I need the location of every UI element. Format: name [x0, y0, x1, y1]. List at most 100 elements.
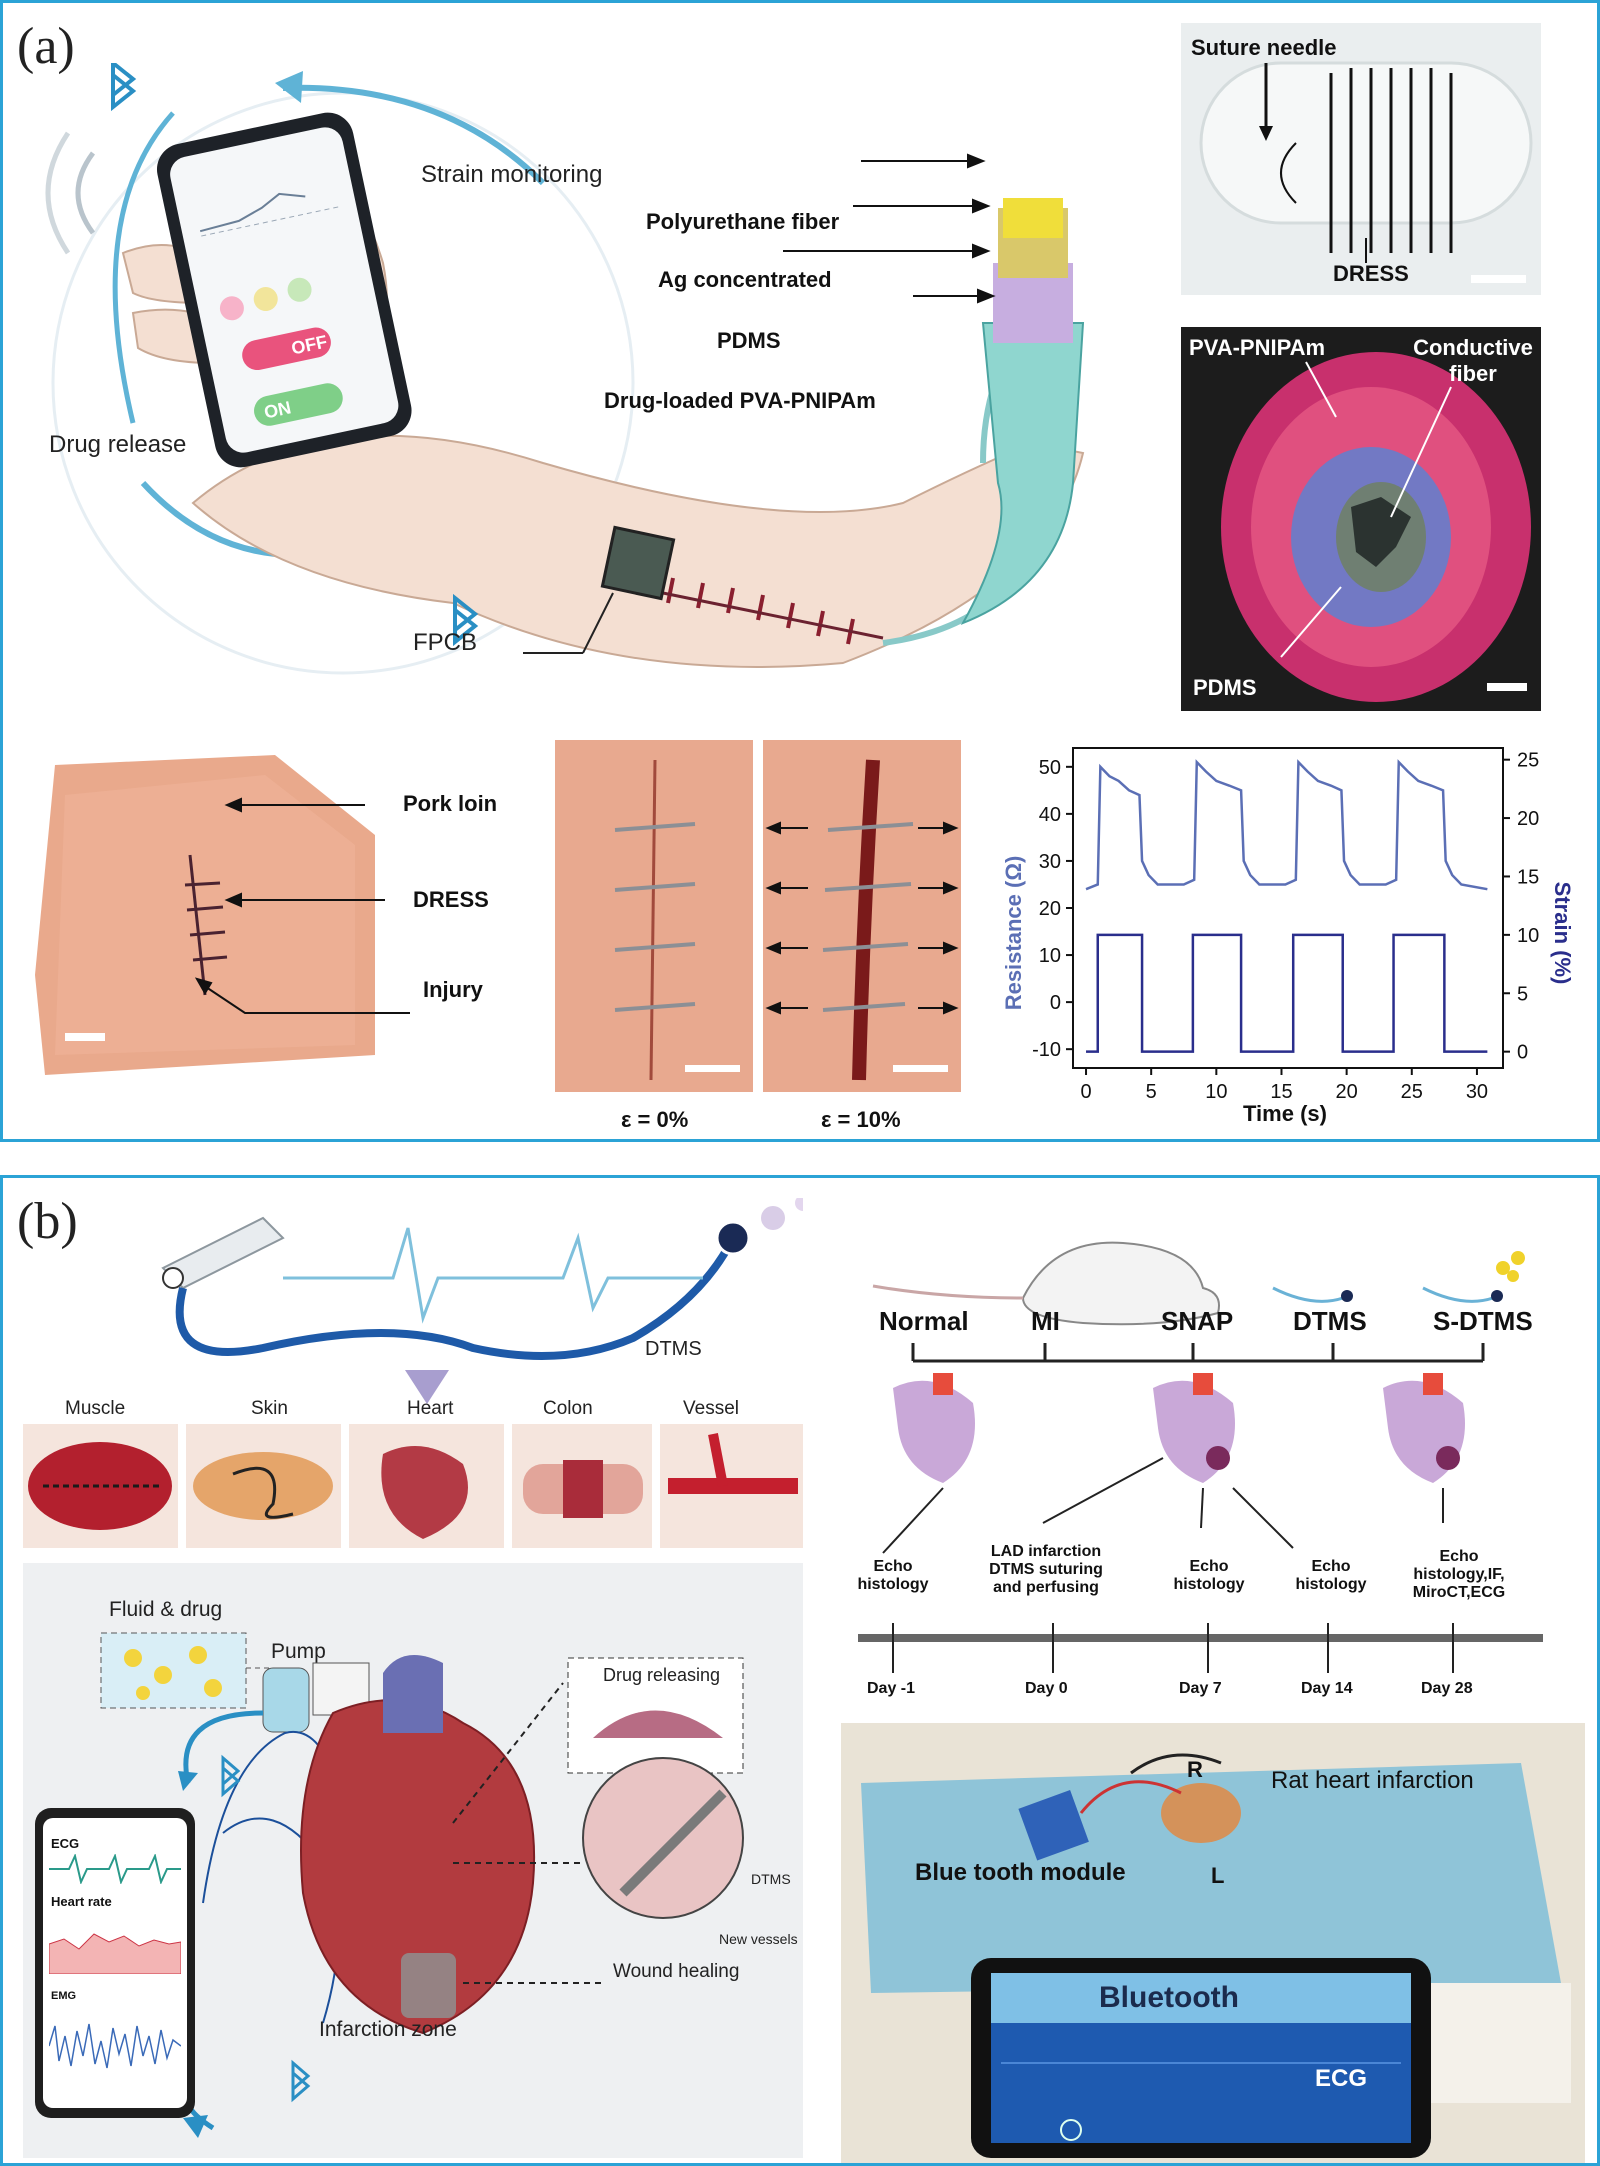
- drug-release-label: Drug release: [49, 431, 187, 458]
- bluetooth-icon: [111, 63, 137, 112]
- pork-loin-photo: Pork loin DRESS Injury: [25, 755, 525, 1083]
- group-label: Normal: [879, 1306, 969, 1336]
- layer-label: Drug-loaded PVA-PNIPAm: [604, 388, 876, 413]
- wound-healing-label: Wound healing: [613, 1961, 740, 1982]
- group-timeline: [858, 1241, 1543, 1673]
- y2-tick-label: 25: [1517, 750, 1539, 772]
- y-tick-label: 0: [1050, 992, 1061, 1014]
- y2-tick-label: 0: [1517, 1042, 1528, 1064]
- y2-tick-label: 10: [1517, 925, 1539, 947]
- day-label: Day -1: [867, 1680, 916, 1697]
- panel-b: (b) DTMS Muscle Skin Heart Colon Vessel: [0, 1175, 1600, 2166]
- x-tick-label: 0: [1080, 1081, 1091, 1103]
- phone-icon: OFF ON: [156, 112, 412, 468]
- heart-rate-phone-label: Heart rate: [51, 1894, 112, 1909]
- panel-a: (a) OFF ON: [0, 0, 1600, 1142]
- strain-series-line: [1086, 933, 1488, 1053]
- heart-icon: [381, 1446, 468, 1539]
- bluetooth-icon: [453, 593, 479, 647]
- panel-b-letter: (b): [17, 1193, 78, 1250]
- infarction-zone-label: Infarction zone: [319, 2018, 457, 2041]
- phone-ecg-label: ECG: [1315, 2065, 1368, 2092]
- group-label: MI: [1031, 1306, 1060, 1336]
- cardiac-system-illustration: Fluid & drug Pump Drug releasing DTMS Ne…: [23, 1563, 803, 2158]
- group-label: DTMS: [1293, 1306, 1367, 1336]
- sem-pdms-label: PDMS: [1193, 675, 1257, 700]
- emg-phone-label: EMG: [51, 1990, 77, 2002]
- heart-icon: [893, 1373, 975, 1483]
- sem-image: PVA-PNIPAm Conductive fiber PDMS: [1181, 327, 1541, 711]
- bt-module-label: Blue tooth module: [915, 1859, 1126, 1886]
- photo-l-label: L: [1211, 1863, 1225, 1888]
- x-tick-label: 30: [1466, 1081, 1488, 1103]
- group-label: S-DTMS: [1433, 1306, 1533, 1336]
- chart-x-label: Time (s): [1243, 1101, 1327, 1126]
- chart-plot-frame: [1072, 747, 1504, 1069]
- layer-label: Polyurethane fiber: [646, 209, 840, 234]
- fluid-drug-label: Fluid & drug: [109, 1598, 223, 1621]
- timeline-note: Echo histology: [1295, 1558, 1367, 1593]
- y-tick-label: -10: [1032, 1039, 1061, 1061]
- x-tick-label: 15: [1270, 1081, 1292, 1103]
- strain-monitoring-label: Strain monitoring: [421, 161, 603, 188]
- tissue-label: Muscle: [65, 1398, 126, 1419]
- y2-tick-label: 5: [1517, 983, 1528, 1005]
- drug-releasing-label: Drug releasing: [603, 1665, 721, 1685]
- timeline-note: Echo histology: [1173, 1558, 1245, 1593]
- eps-0-label: ε = 0%: [621, 1107, 689, 1132]
- layer-label: PDMS: [717, 328, 781, 353]
- new-vessels-label: New vessels: [719, 1931, 798, 1947]
- y-tick-label: 30: [1039, 851, 1061, 873]
- tissue-label: Skin: [251, 1398, 288, 1419]
- day-label: Day 0: [1025, 1680, 1068, 1697]
- eps-10-label: ε = 10%: [821, 1107, 901, 1132]
- arm-illustration: OFF ON: [45, 63, 1085, 675]
- fpcb-label: FPCB: [413, 629, 478, 656]
- layer-label: Ag concentrated: [658, 267, 832, 292]
- tissue-label: Colon: [543, 1398, 593, 1419]
- suture-needle-label: Suture needle: [1191, 35, 1337, 60]
- tissue-label: Vessel: [683, 1398, 739, 1419]
- sem-pva-label: PVA-PNIPAm: [1189, 335, 1326, 360]
- timeline-note: Echo histology: [857, 1558, 929, 1593]
- tissue-label: Heart: [407, 1398, 454, 1419]
- dtms-illustration: [161, 1198, 803, 1360]
- rat-experiment-photo: R L Rat heart infarction Blue tooth modu…: [841, 1723, 1585, 2163]
- timeline-note: Echo histology,IF, MiroCT,ECG: [1412, 1548, 1506, 1601]
- y-tick-label: 10: [1039, 945, 1061, 967]
- strain-0-photo: [555, 740, 753, 1092]
- y-tick-label: 50: [1039, 757, 1061, 779]
- x-tick-label: 25: [1401, 1081, 1423, 1103]
- rat-infarction-label: Rat heart infarction: [1271, 1767, 1474, 1794]
- group-label: SNAP: [1161, 1306, 1234, 1336]
- x-tick-label: 20: [1336, 1081, 1358, 1103]
- pump-label: Pump: [271, 1640, 326, 1663]
- arrow-icon: [282, 84, 546, 186]
- dtms-label: DTMS: [645, 1338, 702, 1360]
- dtms-inset-label: DTMS: [751, 1871, 791, 1887]
- resistance-series-line: [1085, 759, 1488, 891]
- pork-dress-label: DRESS: [413, 887, 489, 912]
- y2-tick-label: 20: [1517, 808, 1539, 830]
- day-label: Day 14: [1301, 1680, 1353, 1697]
- pork-loin-label: Pork loin: [403, 791, 498, 816]
- day-label: Day 7: [1179, 1680, 1222, 1697]
- rat-icon: [1021, 1241, 1220, 1326]
- heart-icon: [1153, 1373, 1235, 1483]
- suture-needle-photo: Suture needle DRESS: [1181, 23, 1541, 295]
- day-label: Day 28: [1421, 1680, 1473, 1697]
- strain-10-photo: [763, 740, 961, 1092]
- phone-bluetooth-label: Bluetooth: [1099, 1981, 1239, 2014]
- x-tick-label: 10: [1205, 1081, 1227, 1103]
- sem-conductive-label: Conductive fiber: [1413, 335, 1533, 386]
- chart-y-left-label: Resistance (Ω): [1001, 856, 1026, 1011]
- y2-tick-label: 15: [1517, 866, 1539, 888]
- pork-injury-label: Injury: [423, 977, 483, 1002]
- heart-icon: [1383, 1373, 1465, 1483]
- heart-icon: [300, 1699, 536, 2035]
- down-arrow-icon: [405, 1370, 449, 1404]
- chart-y-right-label: Strain (%): [1550, 882, 1575, 985]
- timeline-note: LAD infarction DTMS suturing and perfusi…: [989, 1543, 1103, 1596]
- phone-icon: ECG Heart rate EMG: [35, 1808, 195, 2118]
